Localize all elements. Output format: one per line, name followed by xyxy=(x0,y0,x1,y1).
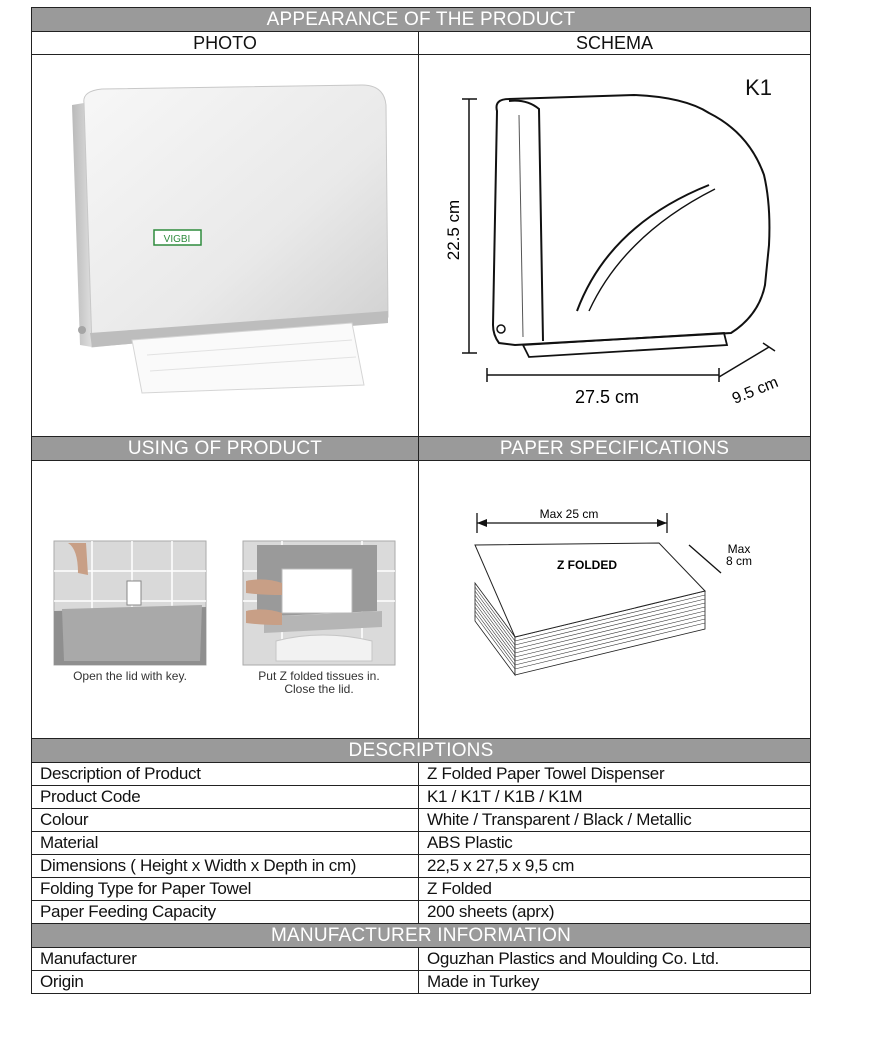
manufacturer-row-key: Manufacturer xyxy=(31,947,419,971)
description-row-value: Z Folded xyxy=(417,877,812,901)
dispenser-photo: VIGBI xyxy=(72,84,389,394)
description-row-key: Dimensions ( Height x Width x Depth in c… xyxy=(31,854,419,878)
max-depth-label-line2: 8 cm xyxy=(726,554,752,568)
stack-label: Z FOLDED xyxy=(557,558,617,572)
height-label: 22.5 cm xyxy=(444,200,463,260)
manufacturer-row-value: Oguzhan Plastics and Moulding Co. Ltd. xyxy=(417,947,812,971)
model-code: K1 xyxy=(745,75,773,100)
description-row-value: 22,5 x 27,5 x 9,5 cm xyxy=(417,854,812,878)
description-row-value: White / Transparent / Black / Metallic xyxy=(417,808,812,832)
description-row-key: Product Code xyxy=(31,785,419,809)
description-row-key: Colour xyxy=(31,808,419,832)
usage-step2-caption-line2: Close the lid. xyxy=(284,682,354,696)
description-row: Dimensions ( Height x Width x Depth in c… xyxy=(31,854,812,878)
brand-label: VIGBI xyxy=(164,234,191,245)
using-header: USING OF PRODUCT xyxy=(31,436,419,461)
description-row-key: Folding Type for Paper Towel xyxy=(31,877,419,901)
schema-cell: K1 22.5 cm 27.5 cm 9.5 cm xyxy=(417,54,812,437)
usage-step2-caption-line1: Put Z folded tissues in. xyxy=(258,669,380,683)
depth-label: 9.5 cm xyxy=(730,374,781,408)
product-photo-cell: VIGBI xyxy=(31,54,419,437)
description-row-value: 200 sheets (aprx) xyxy=(417,900,812,924)
paper-specs-header: PAPER SPECIFICATIONS xyxy=(417,436,812,461)
max-depth-label-line1: Max xyxy=(728,542,751,556)
appearance-header: APPEARANCE OF THE PRODUCT xyxy=(30,7,812,32)
paper-stack-diagram: Max 25 cm Max 8 cm xyxy=(474,507,752,677)
photo-column-header: PHOTO xyxy=(31,31,419,55)
usage-illustrations xyxy=(53,540,396,666)
manufacturer-info-header: MANUFACTURER INFORMATION xyxy=(30,923,812,948)
descriptions-header: DESCRIPTIONS xyxy=(30,738,812,763)
paper-specs-cell: Max 25 cm Max 8 cm xyxy=(417,460,812,739)
description-row-key: Material xyxy=(31,831,419,855)
spec-table: APPEARANCE OF THE PRODUCT PHOTO SCHEMA xyxy=(30,7,812,994)
usage-step1-caption: Open the lid with key. xyxy=(73,669,187,683)
description-row-value: Z Folded Paper Towel Dispenser xyxy=(417,762,812,786)
schema-column-header: SCHEMA xyxy=(417,31,812,55)
spec-sheet: APPEARANCE OF THE PRODUCT PHOTO SCHEMA xyxy=(30,7,812,994)
dimension-schema: 22.5 cm 27.5 cm 9.5 cm xyxy=(444,93,781,408)
usage-cell: Open the lid with key. Put Z folded tiss… xyxy=(31,460,419,739)
max-width-label: Max 25 cm xyxy=(540,507,599,521)
width-label: 27.5 cm xyxy=(575,387,639,407)
manufacturer-row-value: Made in Turkey xyxy=(417,970,812,994)
manufacturer-row-key: Origin xyxy=(31,970,419,994)
description-row-key: Description of Product xyxy=(31,762,419,786)
description-row-key: Paper Feeding Capacity xyxy=(31,900,419,924)
description-row-value: K1 / K1T / K1B / K1M xyxy=(417,785,812,809)
description-row-value: ABS Plastic xyxy=(417,831,812,855)
